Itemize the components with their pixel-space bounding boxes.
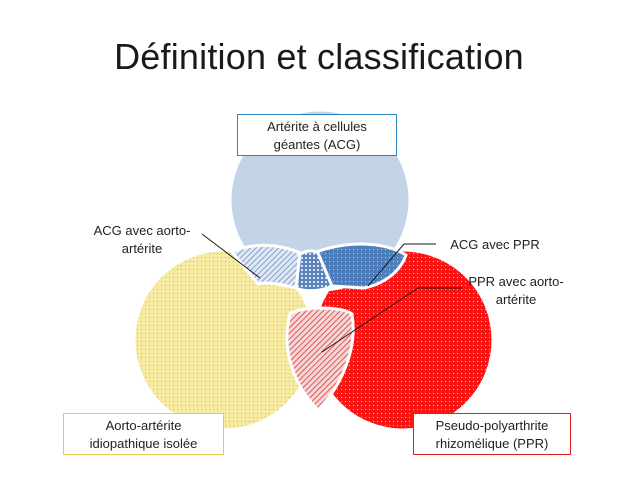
callout-ppr-aa-line2: artérite <box>495 292 537 307</box>
acg-label-line2: géantes (ACG) <box>273 137 361 152</box>
callout-acg-aa-line2: artérite <box>121 241 163 256</box>
page-title: Définition et classification <box>114 36 524 77</box>
intersection-acg-ppr <box>313 242 408 290</box>
callout-ppr-aa: PPR avec aorto- artérite <box>456 273 576 309</box>
callout-ppr-aa-line1: PPR avec aorto- <box>468 274 564 289</box>
ppr-label-line1: Pseudo-polyarthrite <box>435 418 549 433</box>
callout-acg-ppr: ACG avec PPR <box>440 236 550 254</box>
callout-acg-aa: ACG avec aorto- artérite <box>82 222 202 258</box>
aai-label-line2: idiopathique isolée <box>89 436 198 451</box>
acg-label-line1: Artérite à cellules <box>267 119 367 134</box>
aai-label-line1: Aorto-artérite <box>105 418 182 433</box>
label-box-aai: Aorto-artérite idiopathique isolée <box>63 413 224 455</box>
label-box-acg: Artérite à cellules géantes (ACG) <box>237 114 397 156</box>
callout-acg-aa-line1: ACG avec aorto- <box>93 223 191 238</box>
intersection-center <box>294 249 334 293</box>
callout-acg-ppr-line1: ACG avec PPR <box>450 237 540 252</box>
callout-line-acg-ppr-diag <box>367 243 405 287</box>
intersection-ppr-aa <box>285 306 355 413</box>
callout-line-ppr-aa-diag <box>321 287 419 353</box>
label-box-ppr: Pseudo-polyarthrite rhizomélique (PPR) <box>413 413 571 455</box>
callout-line-acg-aa <box>201 233 261 279</box>
ppr-label-line2: rhizomélique (PPR) <box>435 436 549 451</box>
